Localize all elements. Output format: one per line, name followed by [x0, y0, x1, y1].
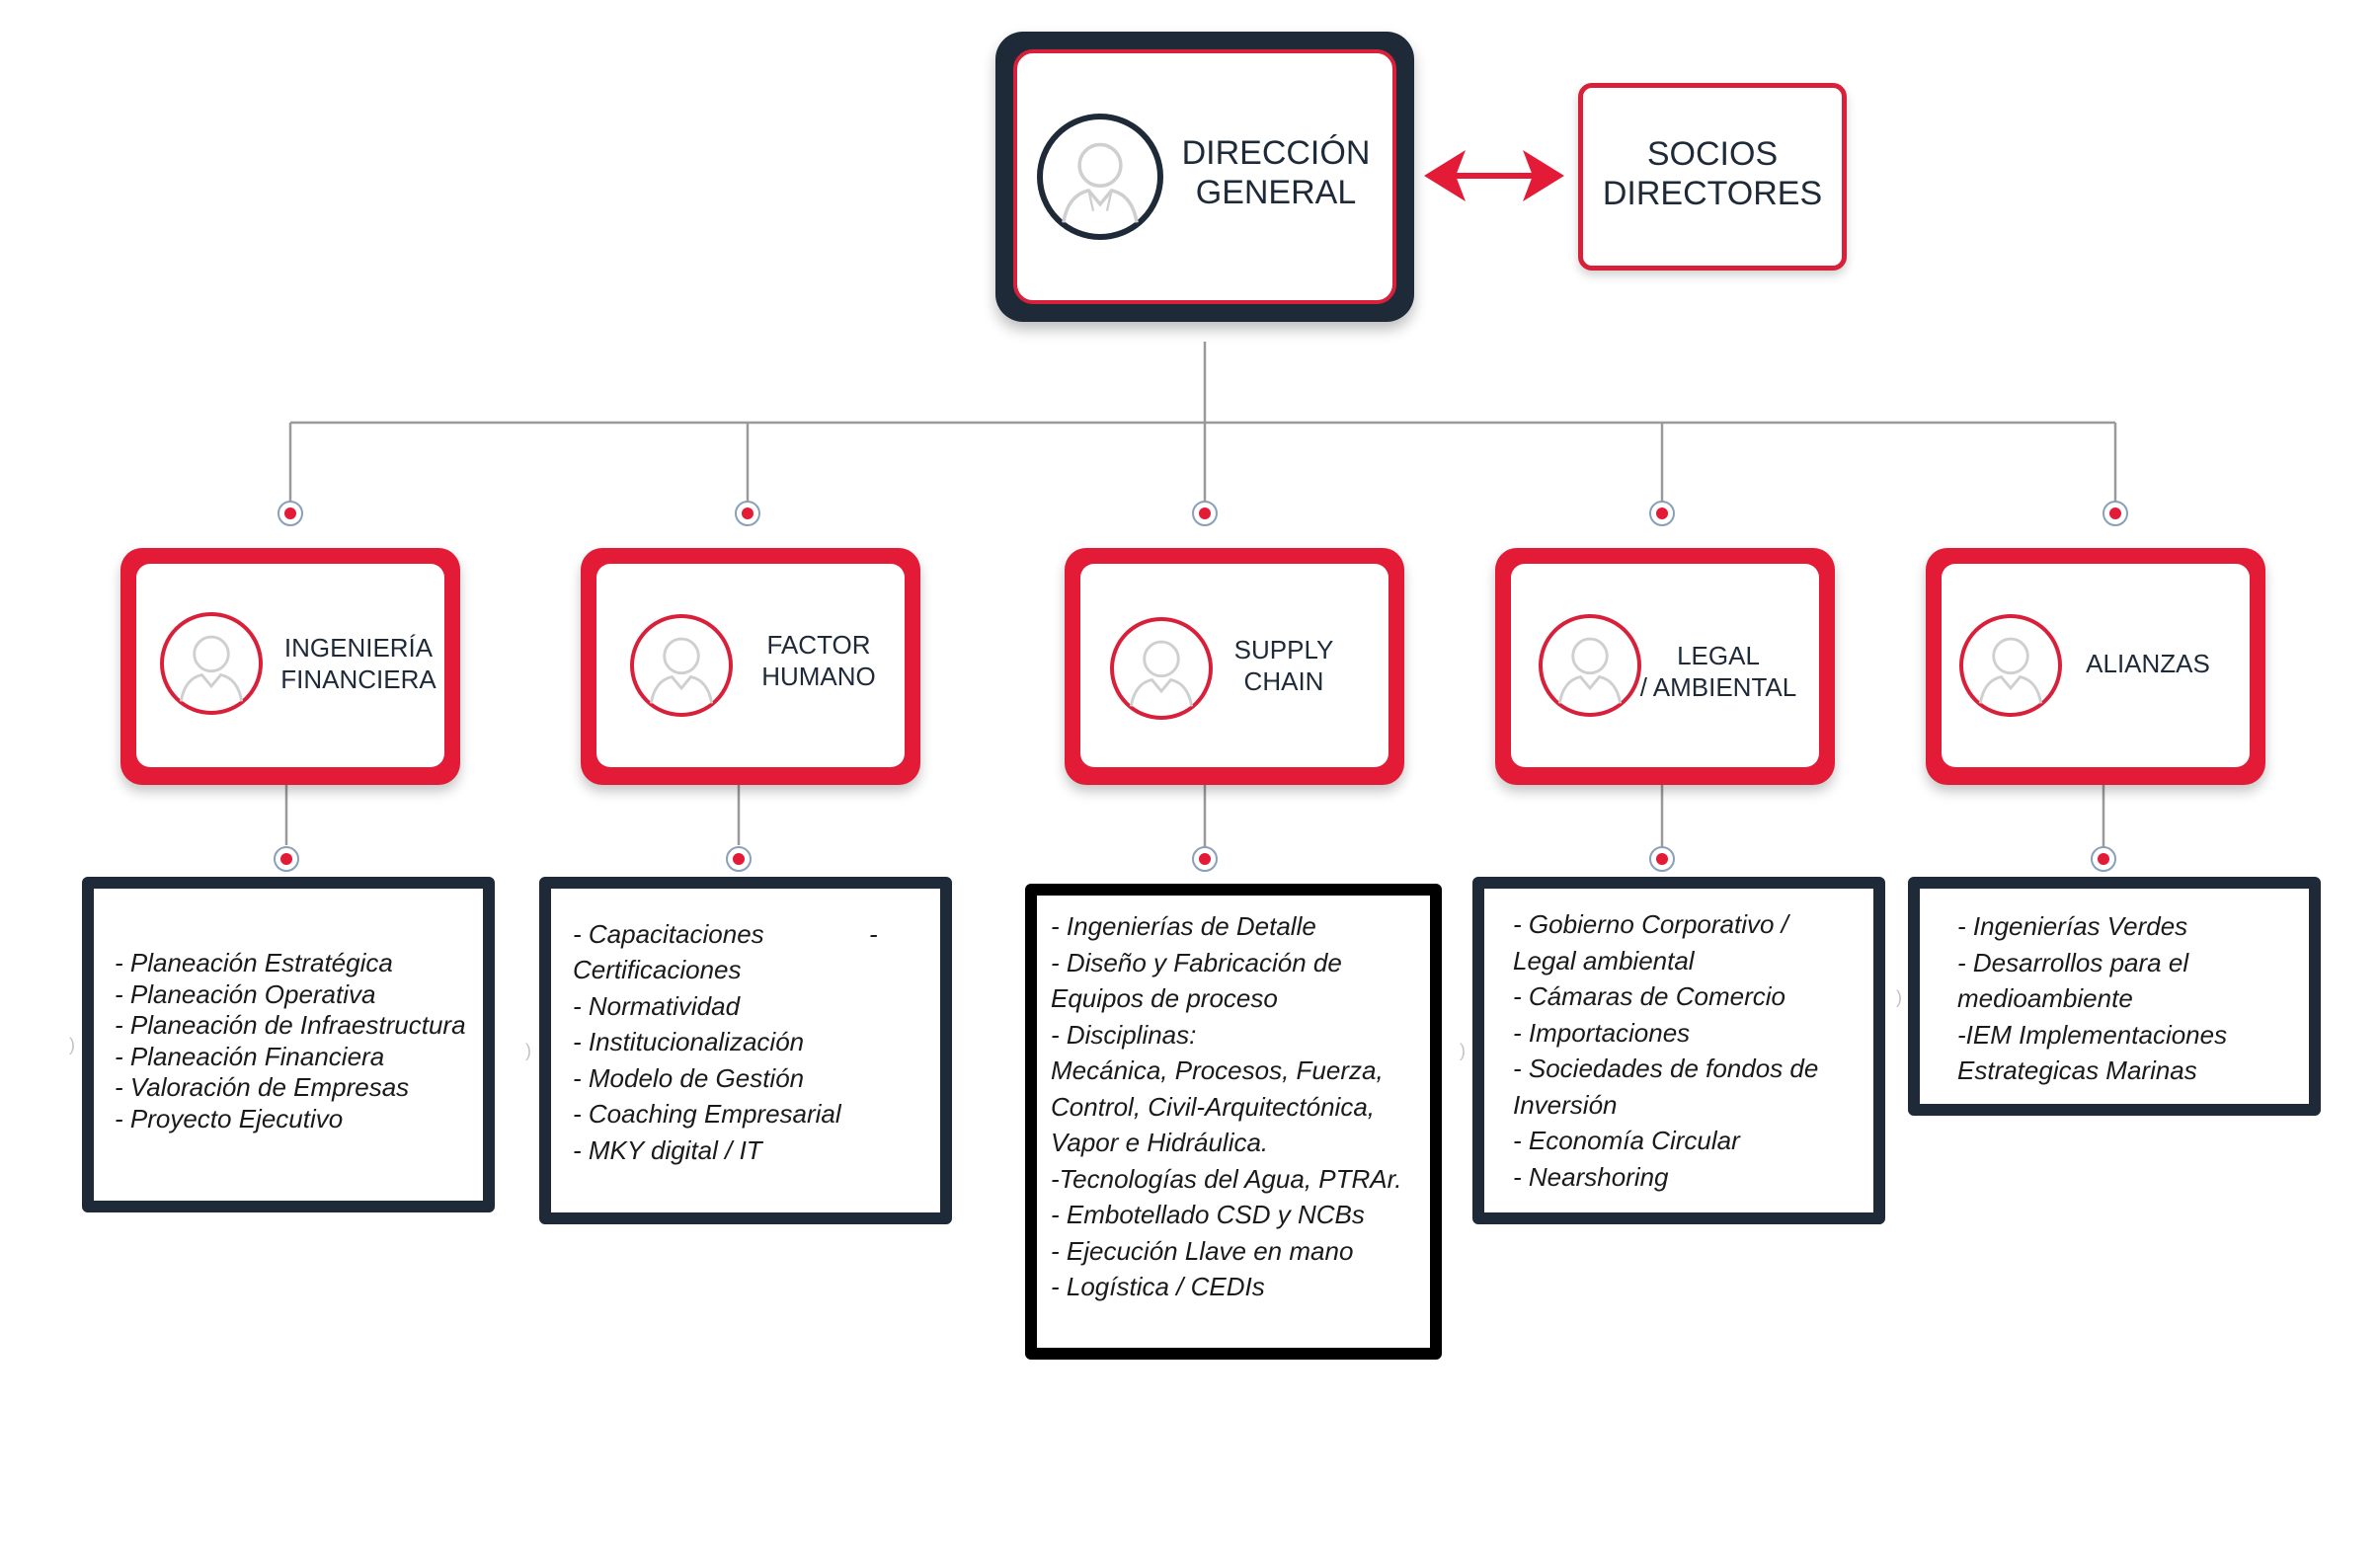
node-dot-icon: [735, 501, 760, 526]
list-item: - Desarrollos para el: [1957, 947, 2189, 977]
list-item: - Logística / CEDIs: [1051, 1272, 1265, 1301]
list-item: - Proyecto Ejecutivo: [115, 1103, 344, 1133]
item-list: - Planeación Estratégica - Planeación Op…: [115, 948, 466, 1134]
item-list: - Ingenierías de Detalle - Diseño y Fabr…: [1051, 908, 1402, 1305]
list-item: -Tecnologías del Agua, PTRAr.: [1051, 1163, 1402, 1194]
list-item: Certificaciones: [573, 955, 742, 984]
socios-line2: DIRECTORES: [1602, 175, 1823, 212]
list-item: - Coaching Empresarial: [573, 1099, 841, 1129]
list-item: -: [869, 919, 878, 949]
socios-directores-box[interactable]: [1578, 83, 1847, 271]
person-avatar-icon: [1959, 614, 2062, 717]
detail-box-supply-chain: [1025, 884, 1442, 1360]
person-avatar-icon: [160, 612, 263, 715]
list-item: Control, Civil-Arquitectónica,: [1051, 1091, 1376, 1122]
node-dot-icon: [726, 846, 752, 872]
list-item: - Ingenierías Verdes: [1957, 911, 2188, 941]
list-item: - Planeación Operativa: [115, 978, 376, 1009]
person-avatar-icon: [1539, 614, 1641, 717]
side-mark: ): [1896, 987, 1902, 1007]
list-item: - Importaciones: [1513, 1017, 1691, 1048]
dept-label-line2: FINANCIERA: [280, 664, 436, 694]
direccion-line2: GENERAL: [1195, 174, 1357, 211]
dept-label-line1: LEGAL: [1677, 641, 1760, 670]
list-item: - Cámaras de Comercio: [1513, 981, 1785, 1011]
detail-box-alianzas: [1908, 877, 2321, 1116]
list-item: - Planeación Estratégica: [115, 948, 393, 977]
dept-label: FACTOR HUMANO: [725, 629, 912, 692]
list-item: - MKY digital / IT: [573, 1134, 762, 1165]
list-item: - Economía Circular: [1513, 1126, 1740, 1155]
item-list: - Gobierno Corporativo / Legal ambiental…: [1513, 906, 1818, 1195]
list-item: Equipos de proceso: [1051, 983, 1278, 1013]
list-item: - Disciplinas:: [1051, 1019, 1197, 1050]
person-avatar-icon: [1110, 617, 1213, 720]
side-mark: ): [69, 1035, 75, 1054]
node-dot-icon: [1192, 501, 1218, 526]
side-mark: ): [525, 1041, 531, 1060]
node-dot-icon: [278, 501, 303, 526]
dept-label-line2: HUMANO: [761, 662, 876, 691]
list-item: - Capacitaciones: [573, 919, 764, 949]
node-dot-icon: [1649, 846, 1675, 872]
node-dots: [274, 501, 2128, 872]
list-item: - Ingenierías de Detalle: [1051, 911, 1316, 941]
dept-label-line1: FACTOR: [766, 630, 871, 660]
dept-label-line2: / AMBIENTAL: [1639, 672, 1797, 702]
dept-label: LEGAL / AMBIENTAL: [1625, 640, 1812, 703]
person-avatar-icon: [1037, 114, 1163, 240]
item-list: Certificaciones - Normatividad - Institu…: [573, 952, 841, 1168]
direccion-general-title: DIRECCIÓN GENERAL: [1167, 133, 1385, 212]
detail-box-factor-humano: [539, 877, 952, 1224]
node-dot-icon: [1192, 846, 1218, 872]
person-avatar-icon: [630, 614, 733, 717]
list-item: - Ejecución Llave en mano: [1051, 1235, 1354, 1266]
dept-label: INGENIERÍA FINANCIERA: [265, 632, 452, 695]
list-item: - Nearshoring: [1513, 1161, 1669, 1192]
dept-label-line1: SUPPLY: [1233, 635, 1334, 664]
list-item: Inversión: [1513, 1089, 1618, 1120]
socios-directores-title: SOCIOS DIRECTORES: [1578, 134, 1847, 213]
list-item: - Gobierno Corporativo /: [1513, 909, 1788, 939]
list-item: Vapor e Hidráulica.: [1051, 1128, 1269, 1157]
node-dot-icon: [2091, 846, 2116, 872]
direccion-line1: DIRECCIÓN: [1181, 134, 1371, 172]
list-item: - Planeación de Infraestructura: [115, 1010, 466, 1040]
list-item: - Embotellado CSD y NCBs: [1051, 1200, 1365, 1229]
side-mark: ): [1460, 1041, 1466, 1060]
list-item: - Normatividad: [573, 990, 741, 1021]
list-item: - Institucionalización: [573, 1027, 805, 1056]
list-item: Legal ambiental: [1513, 945, 1695, 976]
detail-box-legal-ambiental: [1472, 877, 1885, 1224]
list-item: -IEM Implementaciones: [1957, 1019, 2228, 1050]
list-item: Mecánica, Procesos, Fuerza,: [1051, 1055, 1384, 1085]
list-item: - Modelo de Gestión: [573, 1062, 805, 1093]
dept-label: ALIANZAS: [2054, 648, 2242, 679]
list-item: - Valoración de Empresas: [115, 1072, 410, 1102]
list-item: - Sociedades de fondos de: [1513, 1054, 1819, 1083]
list-item: - Diseño y Fabricación de: [1051, 947, 1342, 977]
socios-line1: SOCIOS: [1646, 135, 1779, 173]
list-item: Estrategicas Marinas: [1957, 1055, 2197, 1085]
item-list: - Capacitaciones: [573, 916, 764, 953]
list-item: medioambiente: [1957, 983, 2133, 1013]
node-dot-icon: [274, 846, 299, 872]
detail-box-ingenieria-financiera: [82, 877, 495, 1212]
node-dot-icon: [2102, 501, 2128, 526]
dept-label-line1: ALIANZAS: [2086, 649, 2210, 678]
dept-label-line2: CHAIN: [1243, 666, 1324, 696]
item-list: - Ingenierías Verdes - Desarrollos para …: [1957, 908, 2227, 1089]
node-dot-icon: [1649, 501, 1675, 526]
double-arrow-icon: [1424, 150, 1564, 201]
dept-label-line1: INGENIERÍA: [283, 633, 434, 663]
list-item: - Planeación Financiera: [115, 1041, 385, 1071]
dept-label: SUPPLY CHAIN: [1190, 634, 1378, 697]
